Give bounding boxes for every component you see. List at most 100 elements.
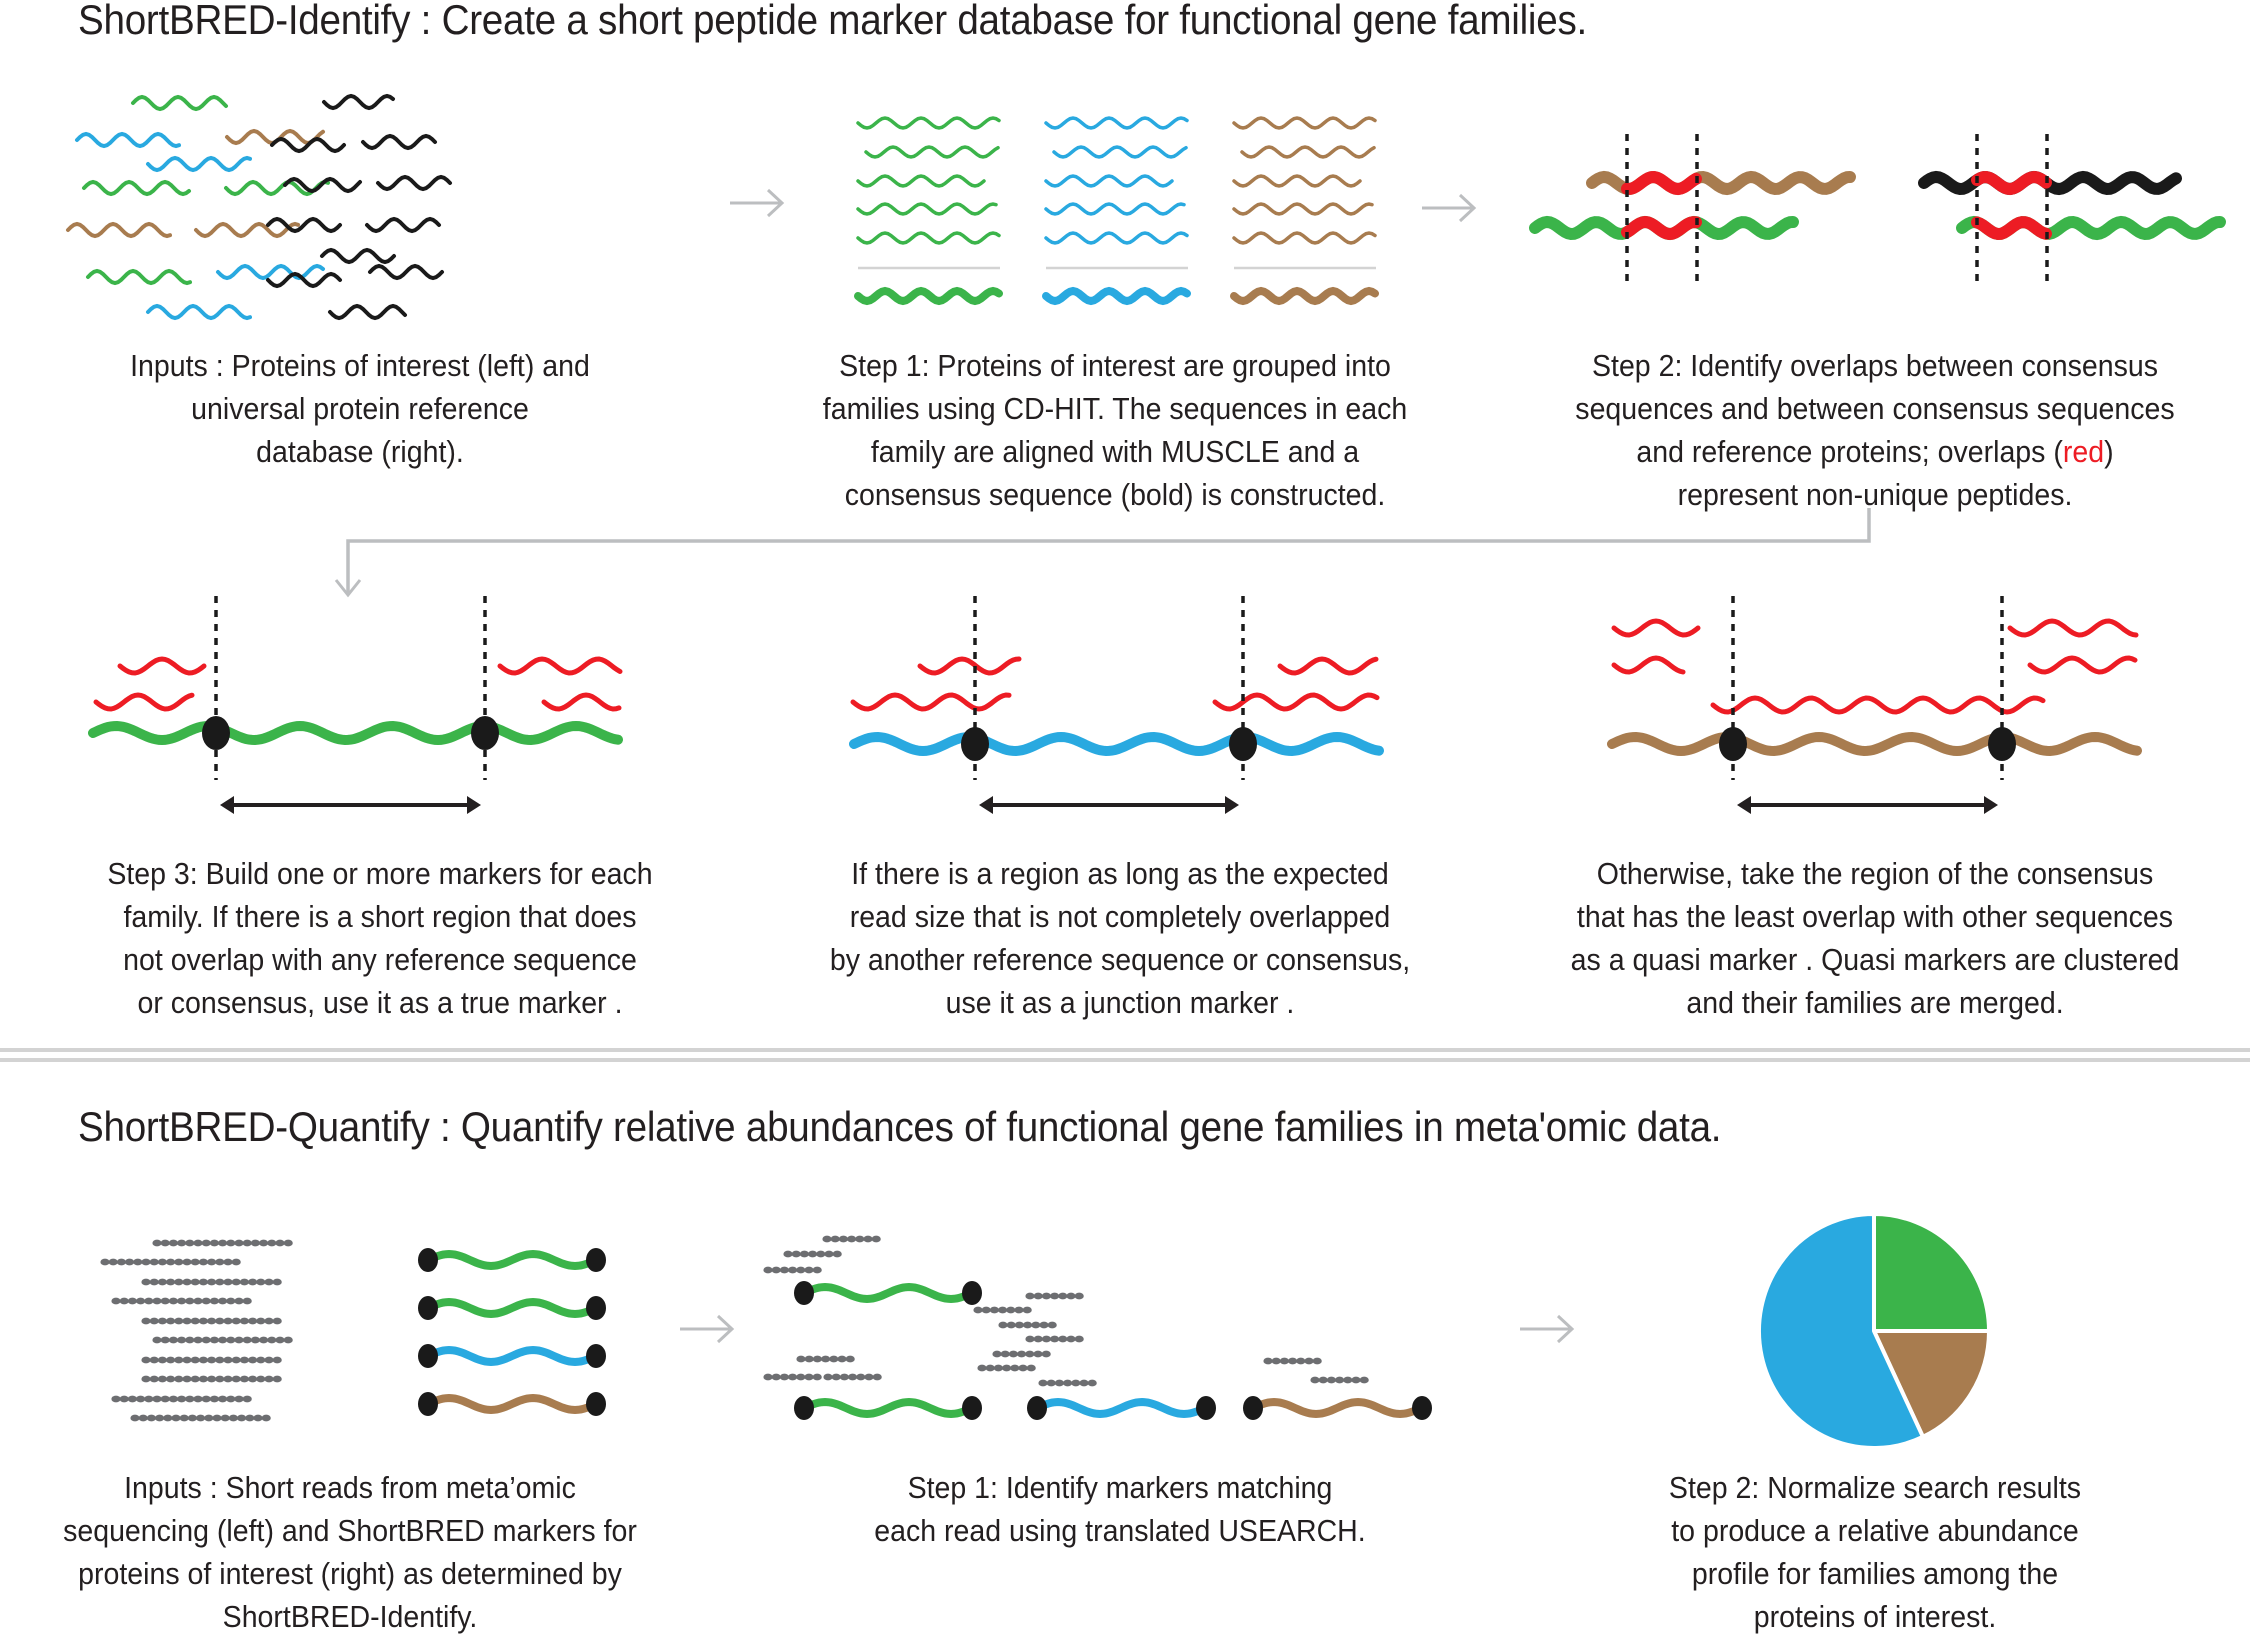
read-residue — [267, 1239, 277, 1247]
read-residue — [1335, 1376, 1345, 1384]
read-residue — [198, 1375, 208, 1383]
read-residue — [239, 1356, 249, 1364]
read-residue — [848, 1373, 858, 1381]
read-residue — [201, 1336, 211, 1344]
elbow-flow-arrow — [334, 508, 1871, 598]
read-residue — [190, 1375, 200, 1383]
read-residue — [1002, 1364, 1012, 1372]
read-residue — [201, 1297, 211, 1305]
reference-protein — [368, 263, 444, 281]
read-residue — [174, 1356, 184, 1364]
read-residue — [141, 1356, 151, 1364]
read-residue — [796, 1266, 806, 1274]
read-residue — [100, 1258, 110, 1266]
read-residue — [185, 1297, 195, 1305]
read-residue — [264, 1375, 274, 1383]
read-residue — [250, 1336, 260, 1344]
read-residue — [207, 1356, 217, 1364]
read-residue — [1033, 1292, 1043, 1300]
section-divider-bottom — [0, 1058, 2250, 1062]
read-residue — [157, 1317, 167, 1325]
read-residue — [220, 1414, 230, 1422]
caption-line: proteins of interest (right) as determin… — [78, 1556, 622, 1591]
marker-panel-junction — [849, 596, 1384, 814]
read-residue — [267, 1336, 277, 1344]
protein-of-interest — [66, 221, 172, 239]
read-residue — [231, 1258, 241, 1266]
read-residue — [804, 1373, 814, 1381]
overlapping-sequence — [497, 656, 623, 676]
read-residue — [1079, 1379, 1089, 1387]
marker-with-reads — [763, 1235, 982, 1305]
read-residue — [788, 1373, 798, 1381]
reference-protein — [322, 93, 395, 111]
read-residue — [829, 1355, 839, 1363]
read-residue — [242, 1297, 252, 1305]
read-residue — [1031, 1321, 1041, 1329]
read-residue — [812, 1266, 822, 1274]
reference-protein — [365, 216, 441, 234]
overlapping-sequence — [2007, 618, 2139, 638]
read-residue — [215, 1356, 225, 1364]
marker-sequence — [424, 1393, 600, 1415]
read-residue — [155, 1414, 165, 1422]
short-read — [823, 1373, 882, 1381]
caption-line: consensus sequence (bold) is constructed… — [844, 477, 1386, 512]
caption-line: each read using translated USEARCH. — [874, 1513, 1366, 1548]
read-residue — [177, 1336, 187, 1344]
marker-endpoint-dot — [471, 716, 499, 750]
read-residue — [207, 1258, 217, 1266]
caption-line: and reference proteins; overlaps (red) — [1530, 430, 2220, 473]
read-residue — [272, 1356, 282, 1364]
read-residue — [231, 1278, 241, 1286]
read-residue — [212, 1414, 222, 1422]
read-residue — [182, 1375, 192, 1383]
read-residue — [193, 1336, 203, 1344]
short-read — [100, 1258, 241, 1266]
caption-line: Step 1: Proteins of interest are grouped… — [839, 348, 1391, 383]
read-residue — [837, 1355, 847, 1363]
read-residue — [771, 1266, 781, 1274]
read-residue — [193, 1239, 203, 1247]
read-residue — [1033, 1335, 1043, 1343]
protein-of-interest — [146, 303, 252, 321]
protein-of-interest — [82, 179, 191, 197]
read-residue — [237, 1414, 247, 1422]
read-residue — [215, 1317, 225, 1325]
read-residue — [998, 1306, 1008, 1314]
read-residue — [993, 1364, 1004, 1372]
read-residue — [242, 1395, 252, 1403]
read-residue — [1041, 1335, 1051, 1343]
short-read — [152, 1336, 293, 1344]
step3-junction-marker-caption: If there is a region as long as the expe… — [789, 852, 1451, 1024]
read-residue — [272, 1278, 282, 1286]
read-residue — [283, 1239, 293, 1247]
read-residue — [146, 1414, 156, 1422]
read-residue — [149, 1317, 159, 1325]
flow-arrow-icon — [1422, 193, 1477, 223]
read-residue — [248, 1317, 258, 1325]
caption-line: sequences and between consensus sequence… — [1575, 391, 2175, 426]
read-residue — [119, 1297, 129, 1305]
read-residue — [1014, 1306, 1024, 1314]
aligned-family-member — [856, 116, 1001, 130]
short-read — [992, 1350, 1051, 1358]
read-residue — [149, 1258, 159, 1266]
shortbred-marker — [418, 1296, 606, 1320]
read-residue — [799, 1250, 810, 1258]
caption-line: represent non-unique peptides. — [1677, 477, 2073, 512]
arrow-head-left — [979, 796, 993, 814]
overlapping-sequence — [117, 656, 207, 676]
read-residue — [182, 1258, 192, 1266]
read-residue — [111, 1395, 121, 1403]
consensus-sequence — [1607, 731, 2142, 757]
consensus-sequence — [1042, 286, 1191, 306]
read-residue — [1014, 1321, 1024, 1329]
read-residue — [141, 1278, 151, 1286]
aligned-family-member — [1044, 231, 1189, 245]
read-residue — [152, 1239, 162, 1247]
read-residue — [1288, 1357, 1298, 1365]
caption-line: that has the least overlap with other se… — [1576, 899, 2174, 934]
read-residue — [149, 1375, 159, 1383]
